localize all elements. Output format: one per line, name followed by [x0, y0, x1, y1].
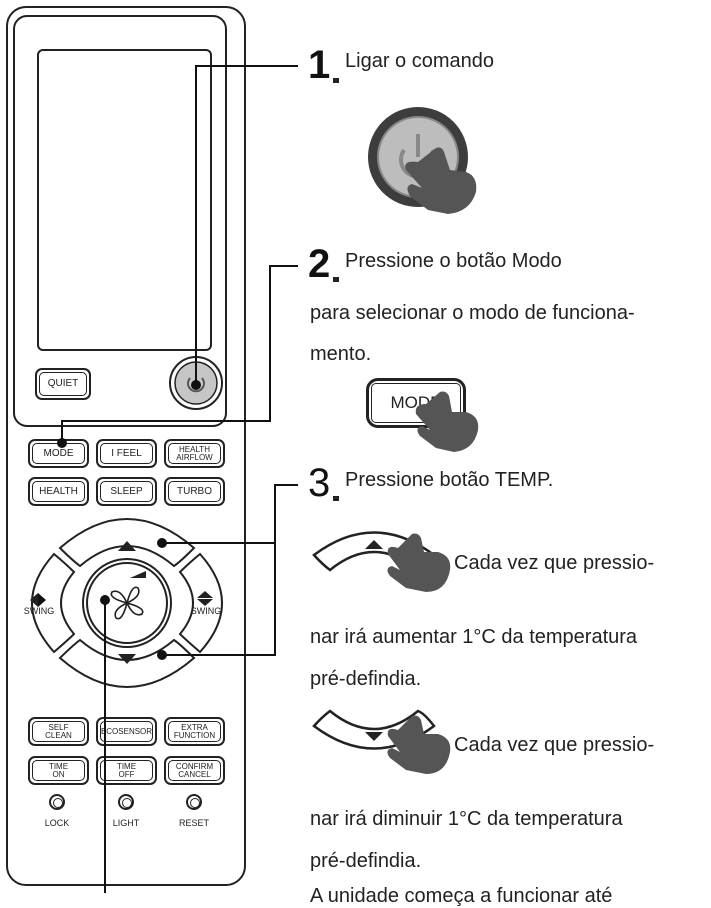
- self-clean-button-label: SELF CLEAN: [45, 722, 72, 740]
- time-off-button-label: TIME OFF: [116, 761, 137, 779]
- light-label: LIGHT: [112, 818, 140, 828]
- reset-label: RESET: [178, 818, 209, 828]
- step-2-dot: [333, 277, 339, 282]
- light-indicator: [118, 794, 134, 810]
- mode-button[interactable]: MODE: [28, 439, 89, 468]
- sleep-button-label: SLEEP: [110, 485, 143, 497]
- remote-lcd-screen: [37, 49, 212, 351]
- hand-pointer-icon: [387, 715, 451, 774]
- extra-function-button[interactable]: EXTRA FUNCTION: [164, 717, 225, 746]
- self-clean-button[interactable]: SELF CLEAN: [28, 717, 89, 746]
- i-feel-button[interactable]: I FEEL: [96, 439, 157, 468]
- reset-indicator: [186, 794, 202, 810]
- turbo-button-label: TURBO: [177, 485, 212, 497]
- lock-indicator: [49, 794, 65, 810]
- step-2-number: 2: [308, 242, 331, 286]
- quiet-button-label: QUIET: [47, 378, 79, 389]
- ecosensor-button[interactable]: ECOSENSOR: [96, 717, 157, 746]
- health-airflow-button[interactable]: HEALTH AIRFLOW: [164, 439, 225, 468]
- step-3-footer: A unidade começa a funcionar até: [310, 885, 613, 907]
- turbo-button[interactable]: TURBO: [164, 477, 225, 506]
- mode-illustration-label: MODE: [390, 393, 442, 412]
- time-on-button-label: TIME ON: [48, 761, 69, 779]
- step-3-number: 3: [308, 461, 331, 505]
- step-1-dot: [333, 78, 339, 83]
- step-3-down-line-3: pré-defindia.: [310, 850, 422, 872]
- mode-button-label: MODE: [43, 447, 74, 459]
- swing-left-label: SWING: [23, 606, 55, 616]
- lock-label: LOCK: [44, 818, 70, 828]
- step-3-dot: [333, 496, 339, 501]
- step-2-line-2: para selecionar o modo de funciona-: [310, 302, 635, 324]
- hand-pointer-icon: [387, 533, 451, 592]
- step-1-number: 1: [308, 43, 331, 87]
- step-3-title: Pressione botão TEMP.: [345, 469, 554, 491]
- health-airflow-button-label: HEALTH AIRFLOW: [176, 444, 213, 462]
- step-3-down-line-2: nar irá diminuir 1°C da temperatura: [310, 808, 623, 830]
- sleep-button[interactable]: SLEEP: [96, 477, 157, 506]
- mode-button-illustration: MODE: [366, 378, 466, 428]
- ecosensor-button-label: ECOSENSOR: [100, 726, 153, 736]
- quiet-button[interactable]: QUIET: [35, 368, 91, 400]
- step-3-up-line-3: pré-defindia.: [310, 668, 422, 690]
- step-3-up-line-1: Cada vez que pressio-: [454, 552, 655, 574]
- extra-function-button-label: EXTRA FUNCTION: [173, 722, 216, 740]
- time-on-button[interactable]: TIME ON: [28, 756, 89, 785]
- confirm-cancel-button[interactable]: CONFIRM CANCEL: [164, 756, 225, 785]
- step-1-title: Ligar o comando: [345, 50, 494, 72]
- time-off-button[interactable]: TIME OFF: [96, 756, 157, 785]
- step-3-down-line-1: Cada vez que pressio-: [454, 734, 655, 756]
- step-2-line-3: mento.: [310, 343, 372, 365]
- confirm-cancel-button-label: CONFIRM CANCEL: [175, 761, 214, 779]
- health-button[interactable]: HEALTH: [28, 477, 89, 506]
- hand-pointer-icon: [405, 147, 477, 214]
- swing-right-label: SWING: [190, 606, 222, 616]
- i-feel-button-label: I FEEL: [111, 447, 142, 459]
- step-2-title: Pressione o botão Modo: [345, 250, 562, 272]
- health-button-label: HEALTH: [39, 485, 78, 497]
- step-3-up-line-2: nar irá aumentar 1°C da temperatura: [310, 626, 638, 648]
